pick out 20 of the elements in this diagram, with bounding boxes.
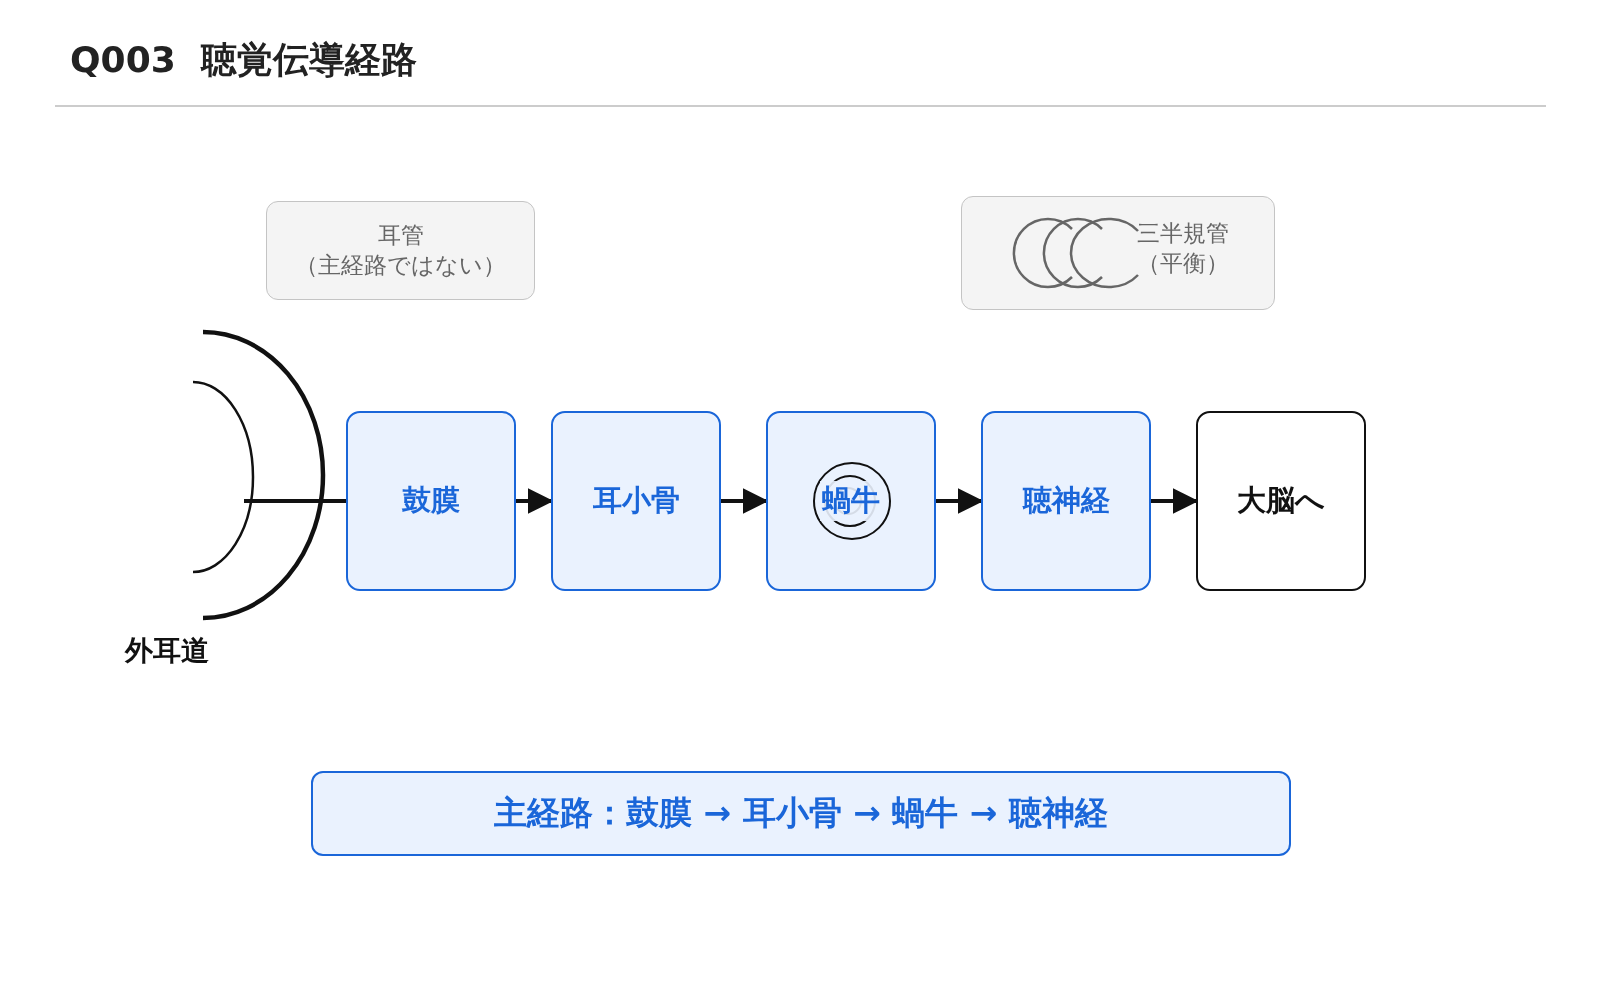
node-label: 三半規管 bbox=[1136, 219, 1229, 249]
node-label: 大脳へ bbox=[1237, 482, 1325, 519]
summary-box bbox=[311, 771, 1291, 856]
summary-text: 主経路：鼓膜 → 耳小骨 → 蝸牛 → 聴神経 bbox=[494, 792, 1108, 834]
node-label: 蝸牛 bbox=[820, 481, 882, 521]
note-text: （平衡） bbox=[1136, 249, 1229, 278]
process-box bbox=[551, 411, 721, 591]
note-text: （主経路ではない） bbox=[295, 250, 506, 280]
title: Q003 聴覚伝導経路 bbox=[70, 38, 417, 82]
part-label: 外耳道 bbox=[125, 633, 209, 669]
node-label: 聴神経 bbox=[1022, 482, 1110, 519]
node-label: 耳小骨 bbox=[592, 482, 680, 519]
note-box bbox=[961, 196, 1275, 310]
process-box bbox=[981, 411, 1151, 591]
note-box bbox=[266, 201, 535, 300]
end-box bbox=[1196, 411, 1366, 591]
process-box bbox=[766, 411, 936, 591]
process-box bbox=[346, 411, 516, 591]
node-label: 耳管 bbox=[377, 220, 424, 250]
node-label: 鼓膜 bbox=[402, 482, 460, 519]
